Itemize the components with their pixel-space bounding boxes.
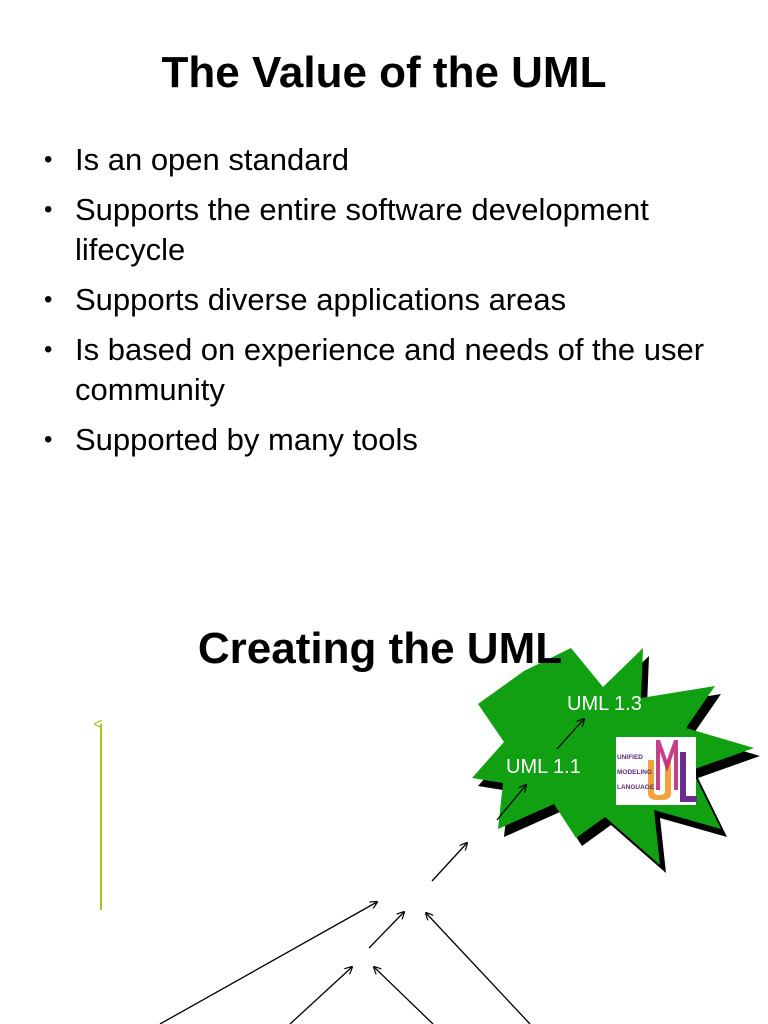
bullet-item: • Supports diverse applications areas bbox=[44, 280, 744, 320]
arrow-to-uml11 bbox=[496, 785, 526, 821]
arrow-to-starburst bbox=[431, 843, 467, 882]
logo-line: UNIFIED bbox=[617, 754, 643, 761]
slide-title: Creating the UML bbox=[197, 624, 563, 673]
slide-title: The Value of the UML bbox=[161, 48, 607, 97]
bullet-text: Supports diverse applications areas bbox=[75, 282, 567, 317]
bullet-text: Supports the entire software development… bbox=[75, 192, 649, 267]
logo-line: MODELING bbox=[617, 769, 653, 776]
bullet-item: • Is an open standard bbox=[44, 140, 744, 180]
version-label-uml13: UML 1.3 bbox=[567, 693, 642, 715]
bullet-icon: • bbox=[44, 196, 53, 223]
arrow-lower-left bbox=[289, 967, 352, 1024]
arrow-left-branch bbox=[159, 902, 377, 1024]
uml-logo: UNIFIED MODELING LANGUAGE bbox=[616, 737, 696, 805]
bullet-list: • Is an open standard • Supports the entir… bbox=[44, 140, 744, 470]
bullet-icon: • bbox=[44, 426, 53, 453]
version-label-uml11: UML 1.1 bbox=[506, 756, 581, 778]
uml-logo-graphic bbox=[616, 737, 697, 805]
bullet-text: Supported by many tools bbox=[75, 422, 418, 457]
bullet-item: • Supports the entire software developmen… bbox=[44, 190, 744, 270]
bullet-item: • Supported by many tools bbox=[44, 420, 744, 460]
arrow-lower-right bbox=[374, 967, 434, 1024]
bullet-text: Is an open standard bbox=[75, 142, 350, 177]
bullet-icon: • bbox=[44, 336, 53, 363]
bullet-icon: • bbox=[44, 286, 53, 313]
bullet-icon: • bbox=[44, 146, 53, 173]
uml-logo-text: UNIFIED MODELING LANGUAGE bbox=[617, 750, 655, 795]
bullet-text: Is based on experience and needs of the … bbox=[75, 332, 705, 407]
logo-line: LANGUAGE bbox=[617, 784, 655, 791]
arrow-uml11-to-uml13 bbox=[556, 719, 584, 750]
starburst bbox=[472, 648, 754, 865]
arrow-right-branch bbox=[426, 913, 531, 1024]
arrow-mid-up bbox=[368, 912, 404, 949]
bullet-item: • Is based on experience and needs of the… bbox=[44, 330, 744, 410]
